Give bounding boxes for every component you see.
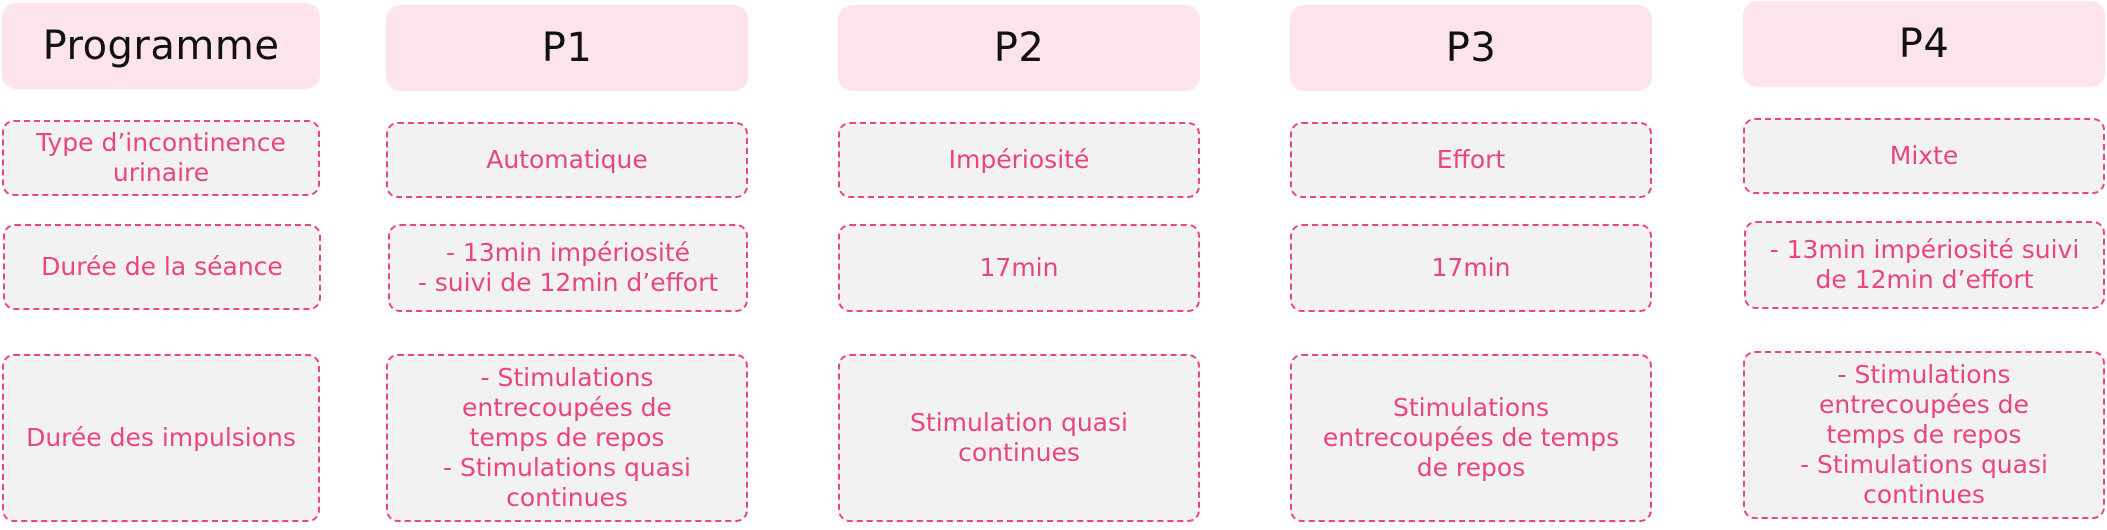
cell-p3-type: Effort <box>1290 122 1652 198</box>
text-line: de repos <box>1416 453 1526 482</box>
text-line: Impériosité <box>948 145 1090 174</box>
header-p1: P1 <box>386 5 748 91</box>
text-line: entrecoupées de <box>1819 390 2029 419</box>
cell-p3-duree-impulsions: Stimulations entrecoupées de temps de re… <box>1290 354 1652 522</box>
label-duree-seance: Durée de la séance <box>3 224 321 310</box>
cell-p4-duree-seance: - 13min impériosité suivi de 12min d’eff… <box>1744 221 2105 309</box>
text-line: 17min <box>979 253 1059 282</box>
text-line: entrecoupées de temps <box>1322 423 1620 452</box>
text-line: 17min <box>1431 253 1511 282</box>
text-line: - Stimulations quasi <box>443 453 691 482</box>
text-line: Stimulation quasi <box>910 408 1128 437</box>
text-line: - suivi de 12min d’effort <box>417 268 719 297</box>
text-line: Type d’incontinence <box>36 128 286 157</box>
cell-p2-duree-seance: 17min <box>838 224 1200 312</box>
cell-p1-duree-seance: - 13min impériosité - suivi de 12min d’e… <box>388 224 748 312</box>
cell-p3-duree-seance: 17min <box>1290 224 1652 312</box>
text-line: - Stimulations quasi <box>1800 450 2048 479</box>
cell-p1-duree-impulsions: - Stimulations entrecoupées de temps de … <box>386 354 748 522</box>
text-line: Stimulations <box>1392 393 1549 422</box>
text-line: continues <box>506 483 628 512</box>
text-line: de 12min d’effort <box>1815 265 2034 294</box>
header-p2: P2 <box>838 5 1200 91</box>
cell-p4-duree-impulsions: - Stimulations entrecoupées de temps de … <box>1743 351 2105 519</box>
text-line: Durée des impulsions <box>26 423 296 452</box>
cell-p1-type: Automatique <box>386 122 748 198</box>
text-line: Durée de la séance <box>41 252 283 281</box>
text-line: - 13min impériosité <box>445 238 691 267</box>
text-line: Mixte <box>1889 141 1959 170</box>
text-line: Effort <box>1436 145 1506 174</box>
label-type-incontinence: Type d’incontinence urinaire <box>2 120 320 196</box>
text-line: continues <box>1863 480 1985 509</box>
text-line: - Stimulations <box>1837 360 2011 389</box>
text-line: continues <box>958 438 1080 467</box>
text-line: temps de repos <box>469 423 665 452</box>
header-p3: P3 <box>1290 5 1652 91</box>
cell-p2-duree-impulsions: Stimulation quasi continues <box>838 354 1200 522</box>
cell-p4-type: Mixte <box>1743 118 2105 194</box>
text-line: temps de repos <box>1826 420 2022 449</box>
text-line: urinaire <box>112 158 210 187</box>
text-line: Automatique <box>486 145 648 174</box>
text-line: - 13min impériosité suivi <box>1769 235 2080 264</box>
text-line: - Stimulations <box>480 363 654 392</box>
cell-p2-type: Impériosité <box>838 122 1200 198</box>
header-programme: Programme <box>2 3 320 89</box>
header-p4: P4 <box>1743 1 2105 87</box>
text-line: entrecoupées de <box>462 393 672 422</box>
label-duree-impulsions: Durée des impulsions <box>2 354 320 522</box>
